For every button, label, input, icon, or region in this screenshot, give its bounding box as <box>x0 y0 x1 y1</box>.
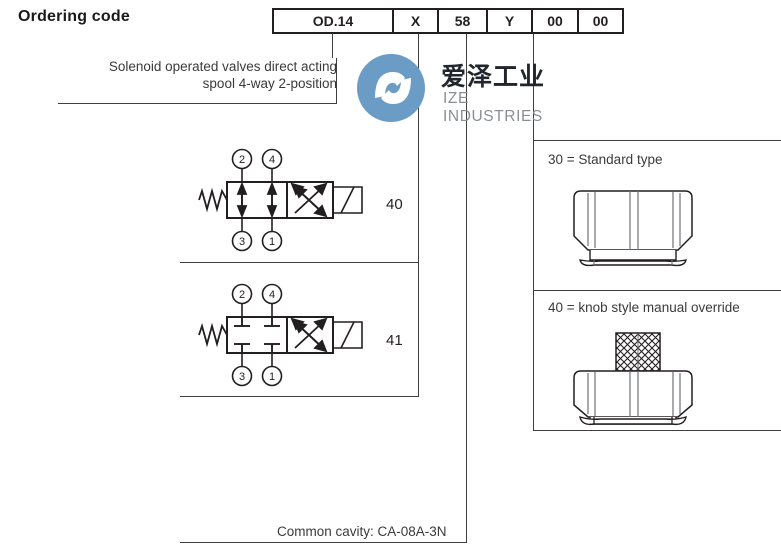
page-title: Ordering code <box>18 8 130 25</box>
watermark: 爱泽工业 IZE INDUSTRIES <box>355 52 555 125</box>
common-cavity-label: Common cavity: CA-08A-3N <box>277 524 447 539</box>
leader-line-x <box>418 34 419 396</box>
spool-panel-divider <box>180 262 419 263</box>
description-block: Solenoid operated valves direct acting s… <box>58 58 337 92</box>
ize-logo-icon <box>357 54 425 122</box>
description-right-edge <box>336 58 337 104</box>
spool-code-41: 41 <box>386 332 403 349</box>
leader-line-58 <box>466 34 467 542</box>
port-label-2: 2 <box>239 289 245 301</box>
ordering-code-cell-5[interactable]: 00 <box>578 8 624 34</box>
watermark-cn-text: 爱泽工业 <box>441 62 546 91</box>
override-label-40: 40 = knob style manual override <box>548 300 740 315</box>
port-label-4: 4 <box>269 154 275 166</box>
description-line-1: Solenoid operated valves direct acting <box>108 59 337 74</box>
standard-cap-icon <box>568 188 708 267</box>
ordering-code-cell-1[interactable]: X <box>393 8 438 34</box>
leader-line-y <box>533 34 534 430</box>
port-label-4: 4 <box>269 289 275 301</box>
port-label-3: 3 <box>239 236 245 248</box>
logo-circle <box>357 54 425 122</box>
crossed-arrows <box>290 182 328 218</box>
blocked-ports <box>234 317 280 353</box>
override-panel-divider <box>533 290 781 291</box>
crossed-arrows <box>290 317 328 353</box>
knob-cap-icon <box>568 327 708 427</box>
spool-symbol-40: 2 4 3 1 <box>196 145 366 255</box>
logo-glyph <box>375 72 411 104</box>
override-panel-bottom <box>533 430 781 431</box>
override-label-30: 30 = Standard type <box>548 152 663 167</box>
ordering-code-cell-3[interactable]: Y <box>487 8 532 34</box>
leader-line-od14 <box>332 34 333 58</box>
knob-cap-flange <box>568 415 708 437</box>
cavity-box-bottom <box>180 542 467 543</box>
ordering-code-cell-4[interactable]: 00 <box>532 8 578 34</box>
port-label-1: 1 <box>269 371 275 383</box>
port-label-1: 1 <box>269 236 275 248</box>
override-panel-top <box>533 140 781 141</box>
port-label-2: 2 <box>239 154 245 166</box>
ordering-code-cell-0[interactable]: OD.14 <box>272 8 393 34</box>
straight-arrows <box>236 181 278 219</box>
port-label-3: 3 <box>239 371 245 383</box>
spool-symbol-41: 2 4 3 1 <box>196 280 366 390</box>
spool-panel-bottom <box>180 396 419 397</box>
spool-code-40: 40 <box>386 196 403 213</box>
description-line-2: spool 4-way 2-position <box>202 76 337 91</box>
ordering-code-cell-2[interactable]: 58 <box>438 8 487 34</box>
description-underline <box>58 103 337 104</box>
watermark-en-text: IZE INDUSTRIES <box>443 90 543 125</box>
